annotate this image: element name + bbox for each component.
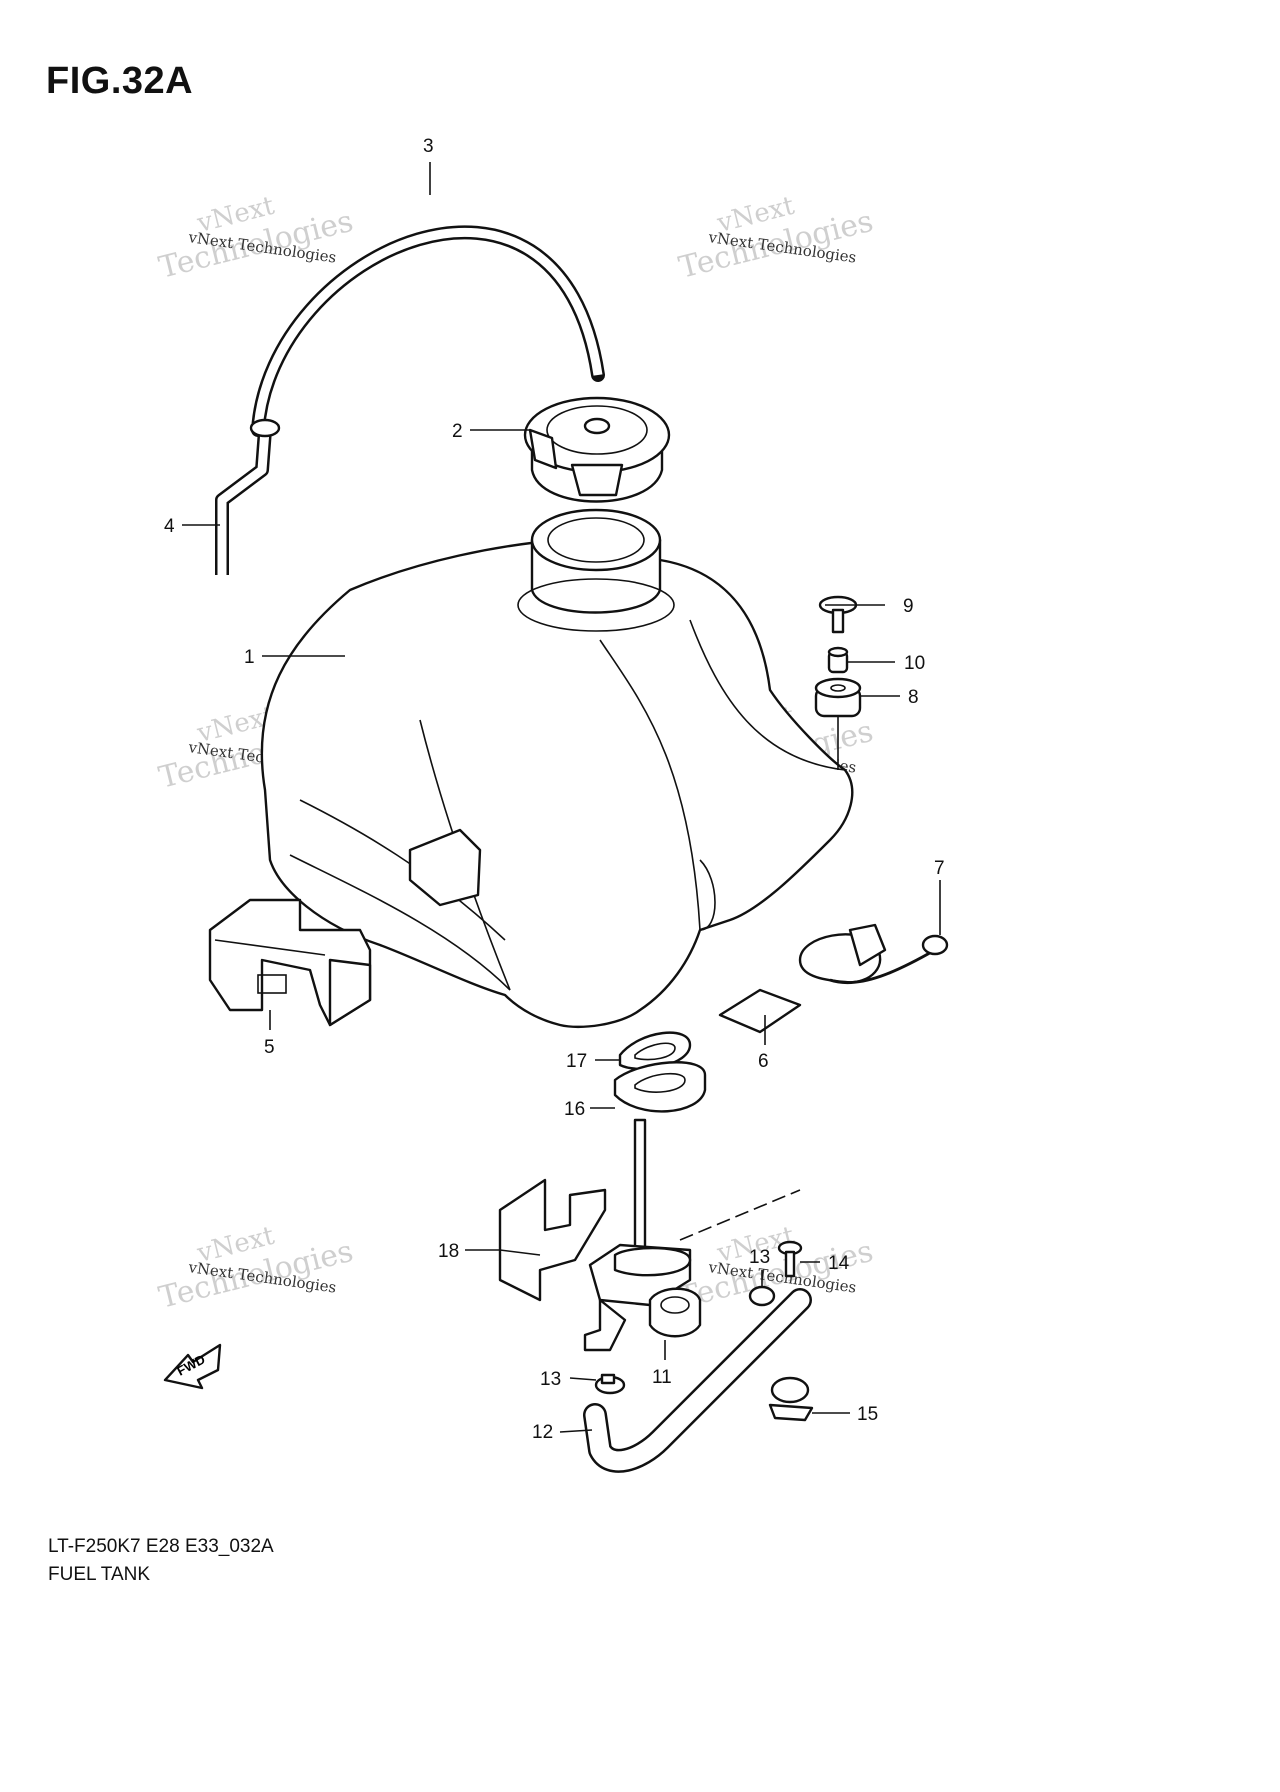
callout-2: 2: [452, 421, 463, 442]
hose-joint-part-4: [215, 418, 281, 575]
figure-name: FUEL TANK: [48, 1564, 151, 1585]
callout-6: 6: [758, 1051, 769, 1072]
fuel-hose-part-12: [583, 1288, 812, 1473]
fuel-tank-part-1: [260, 508, 854, 1028]
cushion-part-8: [814, 677, 862, 718]
screw-part-14: [777, 1240, 803, 1278]
leader-lines: [182, 162, 941, 1433]
callout-16: 16: [564, 1099, 585, 1120]
callout-13-lower: 13: [540, 1369, 561, 1390]
pad-part-6: [718, 988, 802, 1034]
figure-code: LT-F250K7 E28 E33_032A: [48, 1536, 274, 1557]
callout-labels: 3 2 4 1 9 10 8 7 6 5 17 16 18 11 14 13 1…: [164, 136, 945, 1443]
clip-part-15: [768, 1376, 814, 1422]
breather-hose-part-3: [251, 225, 605, 437]
forward-direction-marker: FWD: [163, 1343, 222, 1390]
bracket-part-18: [498, 1178, 607, 1302]
callout-10: 10: [904, 653, 925, 674]
callout-17: 17: [566, 1051, 587, 1072]
callout-8: 8: [908, 687, 919, 708]
callout-3: 3: [423, 136, 434, 157]
bracket-part-5: [208, 898, 372, 1027]
clamp-part-13-lower: [594, 1373, 626, 1395]
fuel-cap-part-2: [523, 396, 671, 503]
callout-13-upper: 13: [749, 1247, 770, 1268]
callout-12: 12: [532, 1422, 553, 1443]
bolt-part-9: [818, 595, 858, 634]
cable-holder-part-7: [798, 923, 949, 985]
callout-7: 7: [934, 858, 945, 879]
figure-title: FIG.32A: [46, 60, 194, 102]
callout-1: 1: [244, 647, 255, 668]
callout-11: 11: [652, 1367, 672, 1388]
callout-5: 5: [264, 1037, 275, 1058]
fuel-valve-part-11: [583, 1118, 702, 1352]
callout-15: 15: [857, 1404, 878, 1425]
collar-part-10: [827, 646, 849, 674]
callout-9: 9: [903, 596, 914, 617]
watermark-bottom-left: vNext Technologies vNext Technologies: [155, 1221, 356, 1316]
watermark-top-left: vNext Technologies vNext Technologies: [155, 191, 356, 286]
clamp-part-13-upper: [748, 1285, 776, 1307]
callout-14: 14: [828, 1253, 850, 1274]
watermark-top-right: vNext Technologies vNext Technologies: [675, 191, 876, 286]
seal-part-16: [613, 1061, 707, 1113]
callout-4: 4: [164, 516, 175, 537]
callout-18: 18: [438, 1241, 459, 1262]
